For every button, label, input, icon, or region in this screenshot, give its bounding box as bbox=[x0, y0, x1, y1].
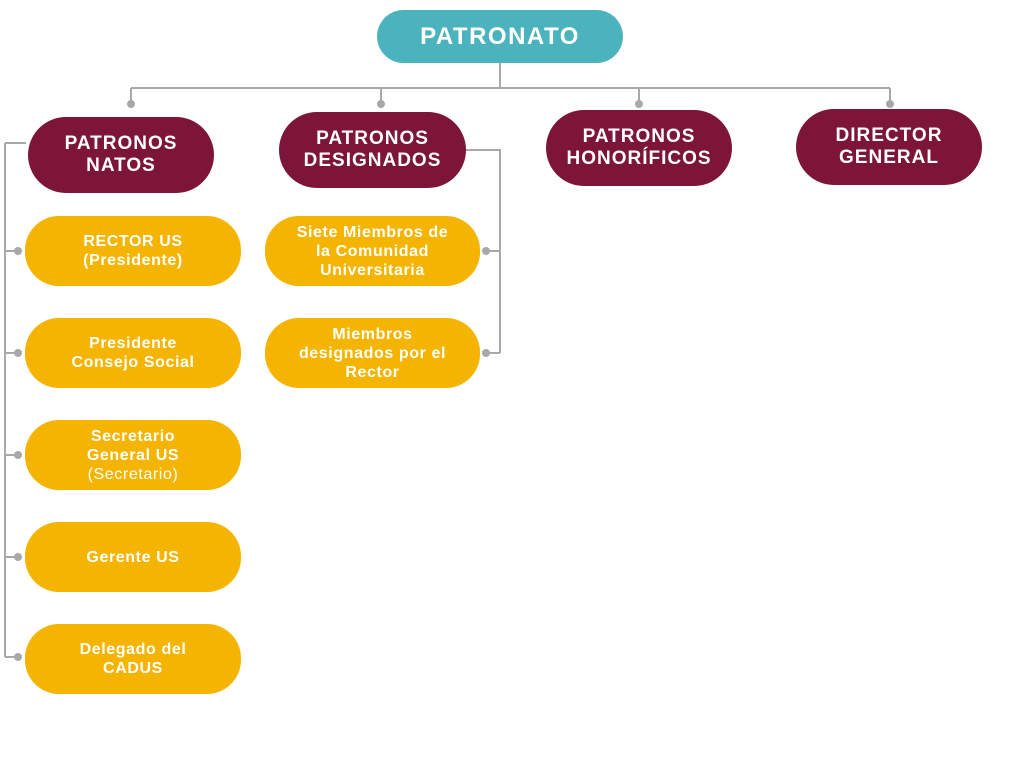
node-patronato: PATRONATO bbox=[377, 10, 623, 63]
node-delegado-cadus: Delegado del CADUS bbox=[25, 624, 241, 694]
node-label: Delegado del CADUS bbox=[79, 641, 187, 677]
node-label: Presidente Consejo Social bbox=[71, 335, 195, 371]
node-miembros-designados: Miembros designados por el Rector bbox=[265, 318, 480, 388]
node-patronos-honorificos: PATRONOS HONORÍFICOS bbox=[546, 110, 732, 186]
node-patronos-designados: PATRONOS DESIGNADOS bbox=[279, 112, 466, 188]
node-siete-miembros: Siete Miembros de la Comunidad Universit… bbox=[265, 216, 480, 286]
node-label: Secretario General US bbox=[86, 427, 180, 464]
node-gerente-us: Gerente US bbox=[25, 522, 241, 592]
node-patronos-natos: PATRONOS NATOS bbox=[28, 117, 214, 193]
node-label: RECTOR US (Presidente) bbox=[83, 233, 183, 269]
node-director-general: DIRECTOR GENERAL bbox=[796, 109, 982, 185]
node-note: (Secretario) bbox=[87, 465, 179, 483]
node-label: Siete Miembros de la Comunidad Universit… bbox=[296, 223, 449, 279]
node-secretario-general-us: Secretario General US (Secretario) bbox=[25, 420, 241, 490]
node-label: Miembros designados por el Rector bbox=[298, 325, 447, 381]
node-label: Gerente US bbox=[86, 548, 180, 566]
node-presidente-consejo-social: Presidente Consejo Social bbox=[25, 318, 241, 388]
node-rector-us: RECTOR US (Presidente) bbox=[25, 216, 241, 286]
